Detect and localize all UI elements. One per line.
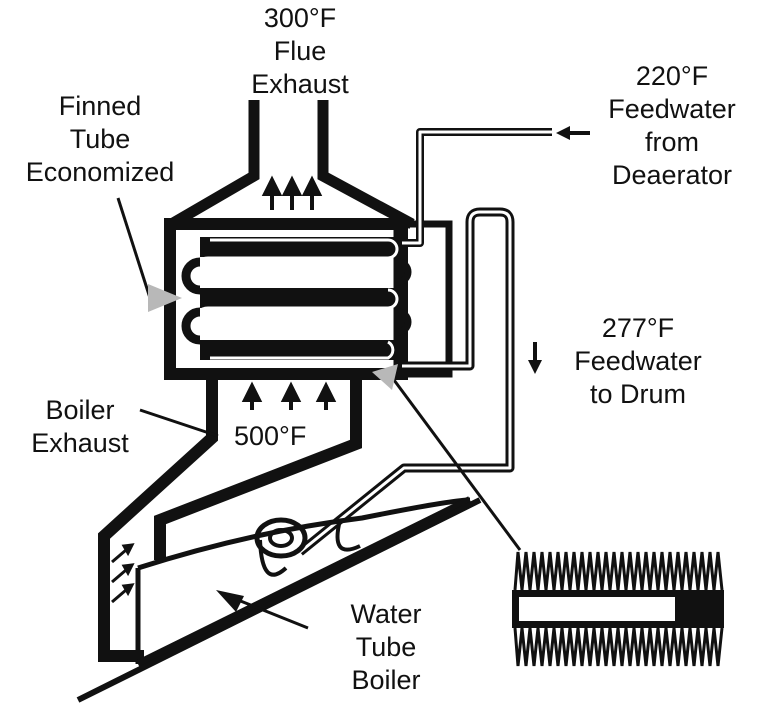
finned-tube-detail (512, 551, 724, 667)
feed-in-line1: Feedwater (608, 94, 736, 124)
feed-out-temp: 277°F (601, 313, 675, 343)
flue-flow-arrows (261, 175, 323, 210)
feedwater-inlet-label: 220°F Feedwater from Deaerator (608, 60, 736, 192)
flue-line1: Flue (273, 36, 327, 66)
finned-line2: Tube (69, 124, 131, 154)
finned-tube-coil (181, 237, 412, 360)
finned-line1: Finned (58, 91, 142, 121)
flue-stack (165, 100, 415, 231)
boiler-pointer-arrowhead (216, 590, 244, 612)
feedwater-outlet-label: 277°F Feedwater to Drum (574, 312, 702, 411)
water-tube-boiler (76, 496, 482, 703)
exhaust-temp-label: 500°F (234, 421, 307, 451)
feedwater-inlet-arrow (556, 126, 590, 140)
boiler-exhaust-duct (98, 380, 362, 662)
boiler-exhaust-label: Boiler Exhaust (31, 394, 129, 460)
feed-out-line1: Feedwater (574, 346, 702, 376)
feedwater-outlet-pipe (297, 207, 515, 556)
exhaust-flow-arrows (241, 381, 337, 410)
feed-in-temp: 220°F (635, 61, 709, 91)
feed-in-line2: from (644, 127, 699, 157)
boiler-heat-arrows (111, 543, 135, 604)
boiler-exhaust-line2: Exhaust (31, 428, 129, 458)
feed-in-line3: Deaerator (611, 160, 733, 190)
boiler-line2: Tube (355, 632, 417, 662)
flue-temp: 300°F (263, 3, 337, 33)
boiler-exhaust-line1: Boiler (45, 395, 115, 425)
pointer-arrowheads (148, 284, 398, 390)
water-tube-boiler-label: Water Tube Boiler (350, 598, 421, 697)
finned-tube-label: Finned Tube Economized (26, 90, 175, 189)
feedwater-outlet-arrow (528, 342, 542, 374)
boiler-line1: Water (350, 599, 422, 629)
boiler-line3: Boiler (351, 665, 421, 695)
pointer-lines (116, 197, 522, 630)
flue-label: 300°F Flue Exhaust (251, 2, 349, 101)
feed-out-line2: to Drum (589, 379, 687, 409)
flue-line2: Exhaust (251, 69, 349, 99)
finned-line3: Economized (25, 157, 175, 187)
